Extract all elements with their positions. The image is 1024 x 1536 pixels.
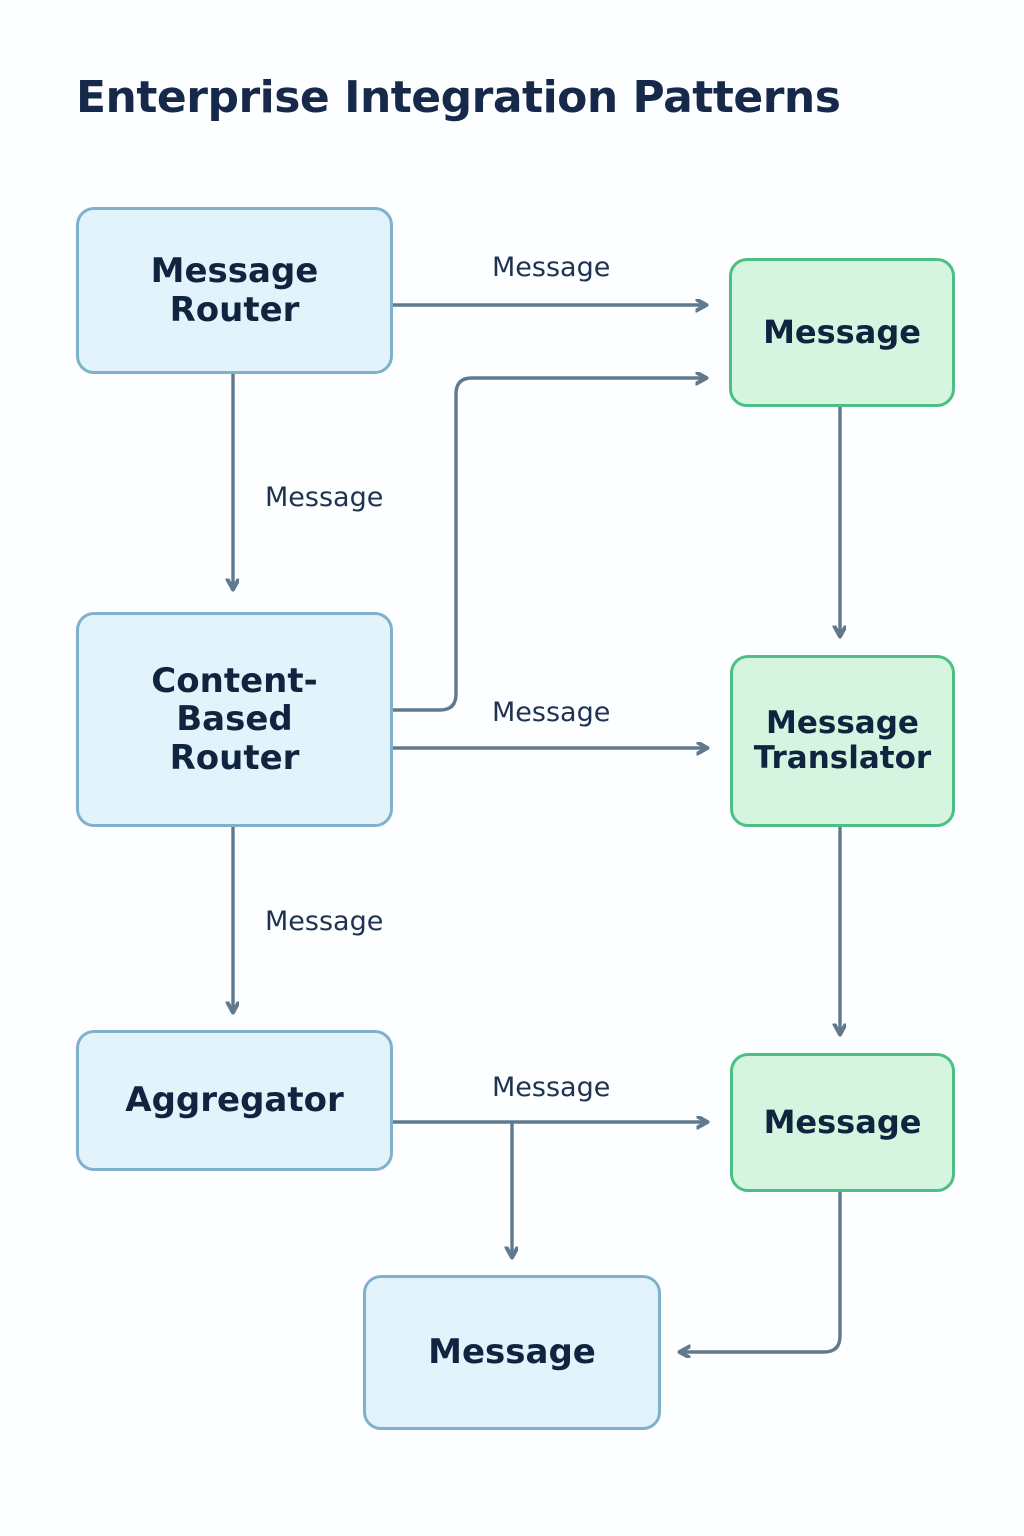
node-message-bottom[interactable]: Message xyxy=(363,1275,661,1430)
node-message-top[interactable]: Message xyxy=(729,258,955,407)
edge-label-e5: Message xyxy=(265,906,384,937)
edge-content-based-router-to-message-top xyxy=(393,378,707,712)
node-aggregator-label: Aggregator xyxy=(125,1080,344,1121)
edge-label-e2: Message xyxy=(265,482,384,513)
edge-label-e1: Message xyxy=(492,252,611,283)
node-message-mid-right-label: Message xyxy=(763,1102,922,1141)
edge-label-e4: Message xyxy=(492,697,611,728)
node-message-bottom-label: Message xyxy=(428,1332,596,1373)
node-message-top-label: Message xyxy=(763,312,921,351)
node-aggregator[interactable]: Aggregator xyxy=(76,1030,393,1171)
node-message-mid-right[interactable]: Message xyxy=(730,1053,955,1192)
edge-label-e7: Message xyxy=(492,1072,611,1103)
edge-message-mid-right-to-message-bottom xyxy=(679,1192,842,1352)
page-title: Enterprise Integration Patterns xyxy=(76,72,841,123)
